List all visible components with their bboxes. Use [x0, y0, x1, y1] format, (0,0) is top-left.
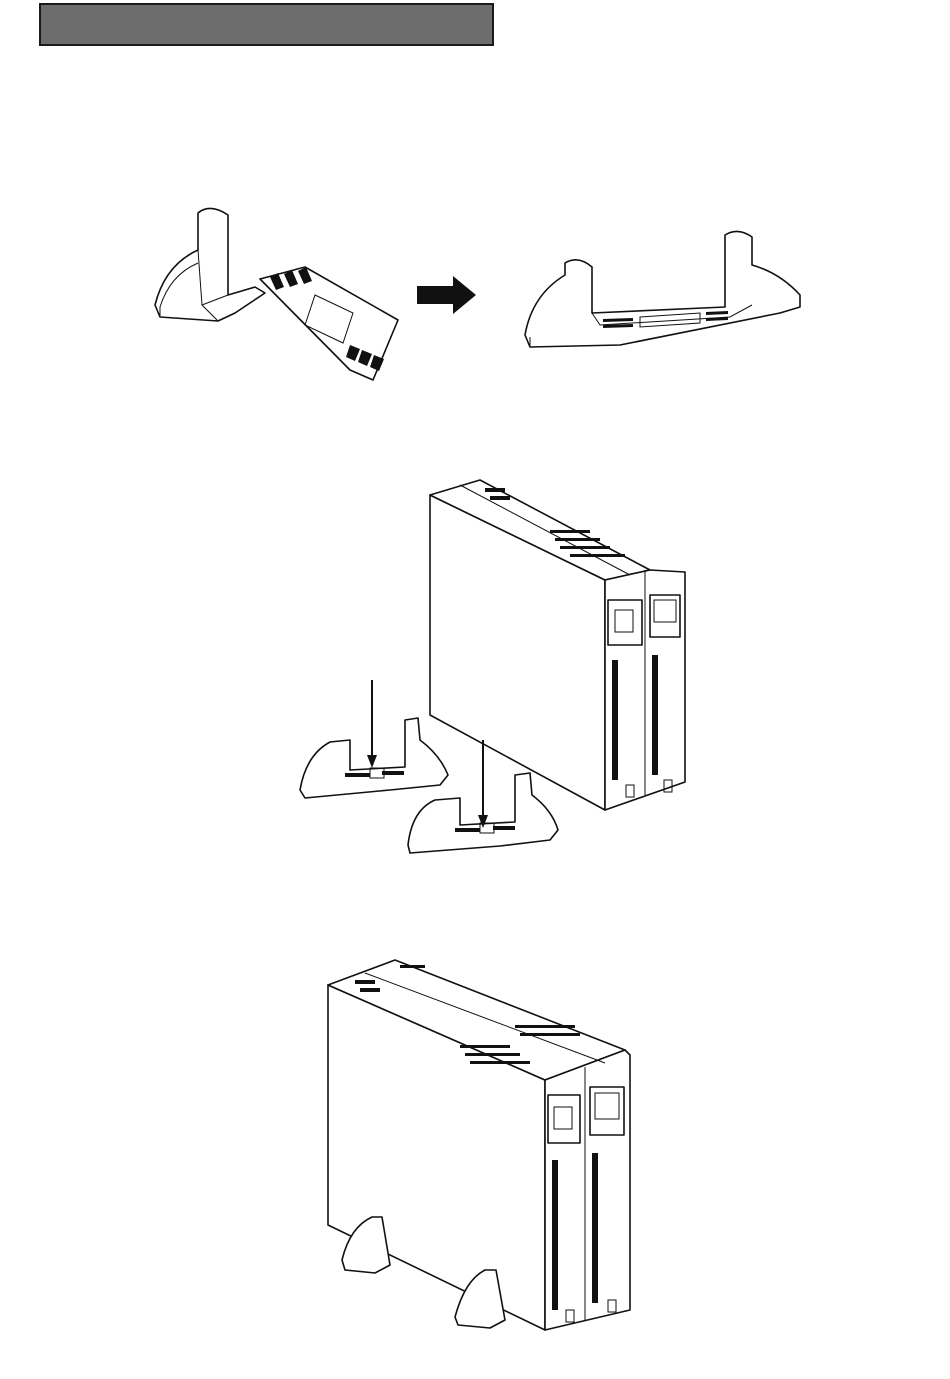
ups-unit-body — [430, 480, 685, 810]
section-header-bar — [39, 3, 494, 46]
ups-on-stands-illustration — [320, 955, 640, 1345]
arrow-right-icon — [417, 276, 476, 314]
connector-clip-part — [260, 267, 398, 380]
stand-assembly-illustration — [140, 195, 820, 395]
stand-placement-illustration — [290, 470, 710, 870]
assembled-stand-part — [525, 231, 800, 347]
half-stand-part — [155, 208, 265, 321]
